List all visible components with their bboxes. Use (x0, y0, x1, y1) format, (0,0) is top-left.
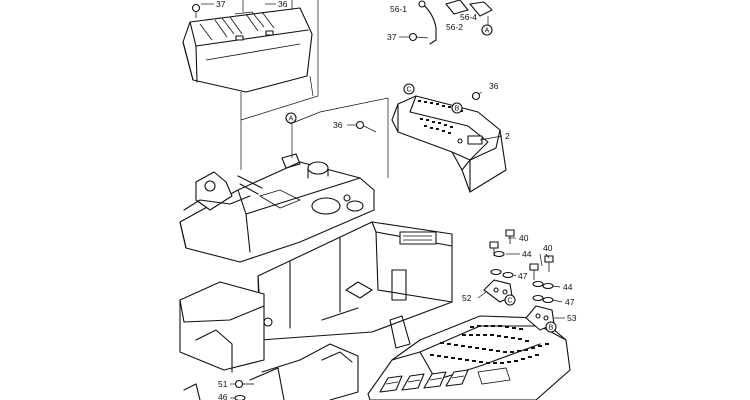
callout-40-left: 40 (519, 233, 529, 243)
callout-56-1: 56-1 (390, 4, 407, 14)
callout-36-top: 36 (278, 0, 288, 9)
hardware-stack-left (483, 229, 515, 303)
lower-frame (179, 281, 411, 400)
battery-relay-cable (408, 0, 493, 45)
callout-56-2: 56-2 (446, 22, 463, 32)
callout-47-right: 47 (565, 297, 575, 307)
callout-44-left: 44 (522, 249, 532, 259)
callout-36-mid: 36 (333, 120, 343, 130)
callout-53: 53 (567, 313, 577, 323)
ref-circle-b-cover: B (455, 106, 460, 113)
callout-44-right: 44 (563, 282, 573, 292)
leader-36-mid (363, 125, 377, 133)
top-cover-part-2 (391, 95, 507, 193)
callout-2: 2 (505, 131, 510, 141)
callout-leaders (201, 3, 565, 399)
assembly-guide-lines (240, 0, 389, 178)
callout-40-right: 40 (543, 243, 553, 253)
callout-labels: 37 36 56-1 56-4 56-2 A 37 36 C B A 36 2 … (216, 0, 577, 400)
ref-circle-c-bracket: C (507, 298, 512, 305)
ref-circle-b-bracket: B (549, 325, 554, 332)
callout-37: 37 (216, 0, 226, 9)
callout-46: 46 (218, 392, 228, 400)
bolt-36 (471, 91, 481, 101)
callout-47-left: 47 (518, 271, 528, 281)
callout-56-4: 56-4 (460, 12, 477, 22)
bolt-36-mid (355, 120, 365, 130)
ref-circle-a-top: A (485, 28, 490, 35)
callout-51: 51 (218, 379, 228, 389)
bolt-51-46 (234, 379, 254, 400)
callout-52: 52 (462, 293, 472, 303)
reference-circles (285, 24, 557, 333)
battery-box (182, 3, 313, 93)
ref-circle-a-frame: A (289, 116, 294, 123)
upper-frame-assembly (179, 153, 375, 263)
hardware-stack-right (525, 255, 555, 331)
ref-circle-c-cover: C (406, 87, 411, 94)
callout-37-cable: 37 (387, 32, 397, 42)
callout-36-cover: 36 (489, 81, 499, 91)
